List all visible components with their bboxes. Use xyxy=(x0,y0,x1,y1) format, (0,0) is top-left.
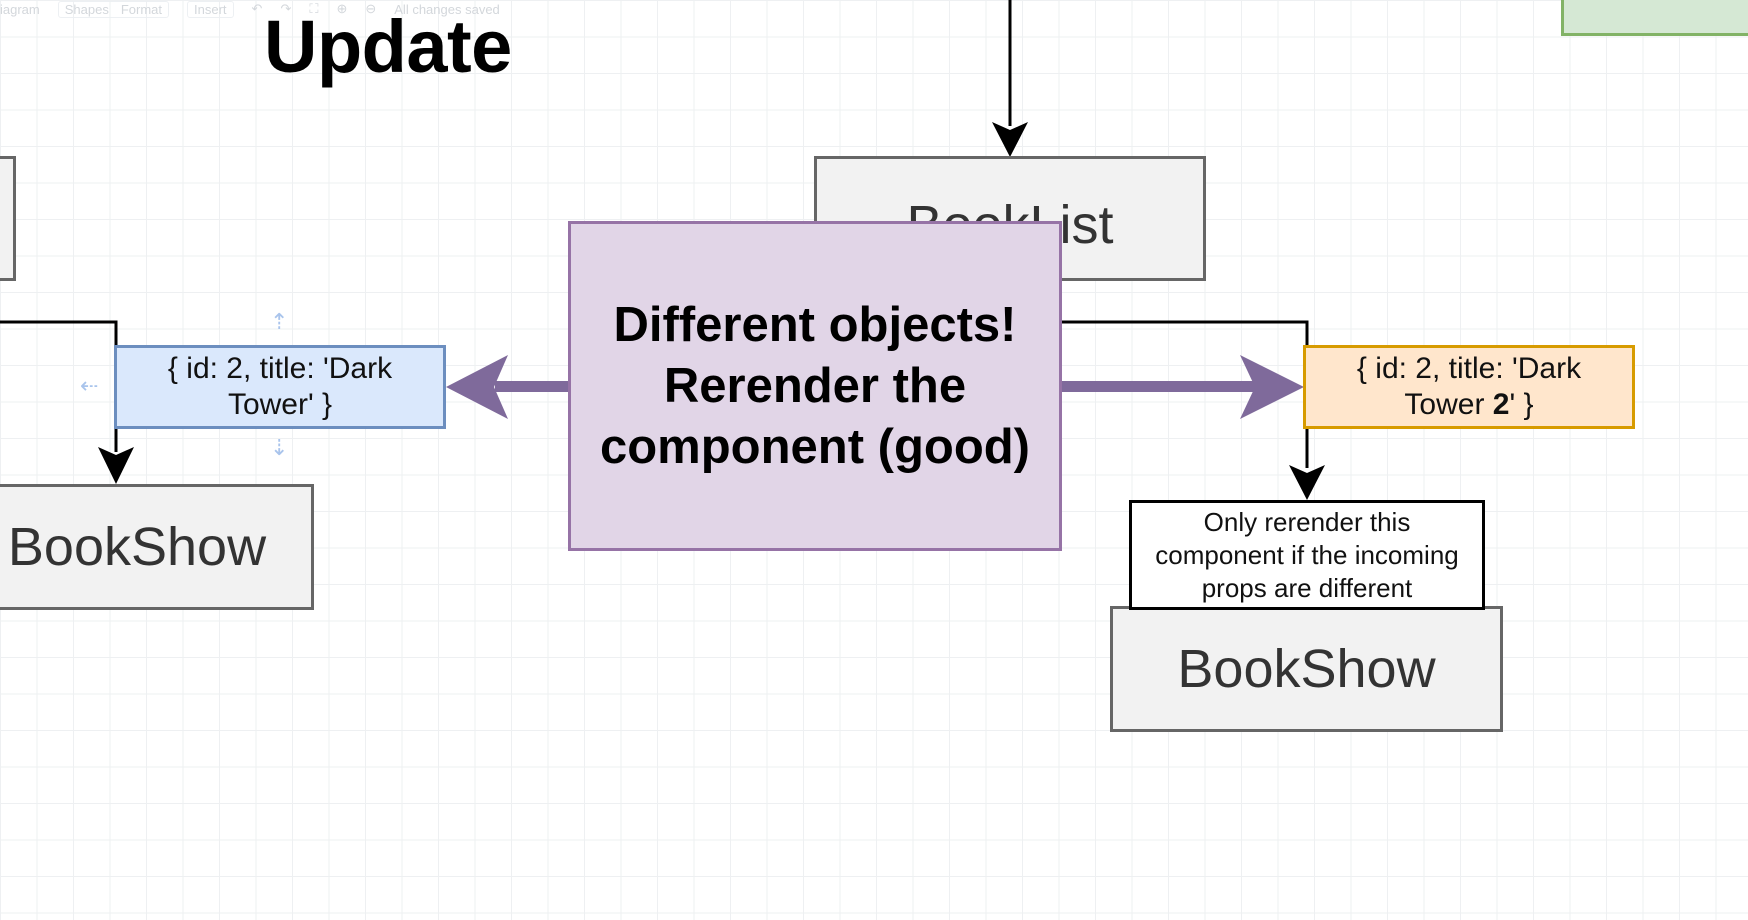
zoom-in-icon[interactable]: ⊕ xyxy=(336,1,348,16)
toolbar-format-tab[interactable]: Format xyxy=(120,1,163,17)
zoom-out-icon[interactable]: ⊖ xyxy=(365,1,377,16)
note-line1: Only rerender this xyxy=(1203,506,1411,537)
selection-handle-left-icon[interactable]: ⇠ xyxy=(80,373,99,398)
props-object-right[interactable]: { id: 2, title: 'Dark Tower 2' } xyxy=(1303,345,1635,429)
callout-line3: component (good) xyxy=(599,419,1031,474)
props-right-line2-prefix: Tower xyxy=(1404,388,1493,421)
toolbar-shapes-tab[interactable]: Shapes xyxy=(64,1,109,17)
props-right-line2-highlight: 2 xyxy=(1492,388,1510,421)
partial-box-left[interactable] xyxy=(0,156,16,281)
props-left-line1: { id: 2, title: 'Dark xyxy=(167,352,393,385)
selection-handle-up-icon[interactable]: ⇡ xyxy=(270,309,289,334)
purple-arrow-right[interactable] xyxy=(1060,355,1304,419)
props-left-line2: Tower' } xyxy=(227,388,333,421)
props-right-line1: { id: 2, title: 'Dark xyxy=(1356,352,1582,385)
toolbar-panel-tabs: Shapes Format xyxy=(57,0,170,18)
fit-icon[interactable]: ⛶ xyxy=(309,1,319,16)
toolbar-insert-group: Insert xyxy=(187,0,234,18)
toolbar-diagram-menu[interactable]: iagram xyxy=(0,1,40,17)
bookshow-right-label: BookShow xyxy=(1177,639,1436,699)
save-status: All changes saved xyxy=(394,1,500,17)
undo-icon[interactable]: ↶ xyxy=(251,1,263,16)
props-right-line2: Tower 2' } xyxy=(1404,387,1533,423)
callout-different-objects[interactable]: Different objects! Rerender the componen… xyxy=(568,221,1062,551)
connector-top-to-booklist[interactable] xyxy=(992,0,1028,157)
props-object-left[interactable]: { id: 2, title: 'Dark Tower' } xyxy=(114,345,446,429)
toolbar-insert-button[interactable]: Insert xyxy=(194,1,227,17)
props-right-line2-suffix: ' } xyxy=(1509,388,1534,421)
purple-arrow-left[interactable] xyxy=(446,355,569,419)
callout-line2: Rerender the xyxy=(663,358,967,413)
bookshow-node-right[interactable]: BookShow xyxy=(1110,606,1503,732)
selection-handle-down-icon[interactable]: ⇣ xyxy=(270,435,289,460)
bookshow-node-left[interactable]: BookShow xyxy=(0,484,314,610)
callout-line1: Different objects! xyxy=(613,297,1017,352)
bookshow-left-label: BookShow xyxy=(7,517,267,577)
green-shape-partial[interactable] xyxy=(1561,0,1748,36)
connector-to-bookshow-right[interactable] xyxy=(1062,320,1325,500)
note-line2: component if the incoming xyxy=(1155,539,1459,570)
note-line3: props are different xyxy=(1201,572,1413,603)
diagram-title[interactable]: Update xyxy=(264,5,512,88)
editor-toolbar: iagram Shapes Format Insert ↶ ↷ ⛶ ⊕ ⊖ Al… xyxy=(0,0,700,18)
redo-icon[interactable]: ↷ xyxy=(280,1,292,16)
rerender-note[interactable]: Only rerender this component if the inco… xyxy=(1129,500,1485,610)
